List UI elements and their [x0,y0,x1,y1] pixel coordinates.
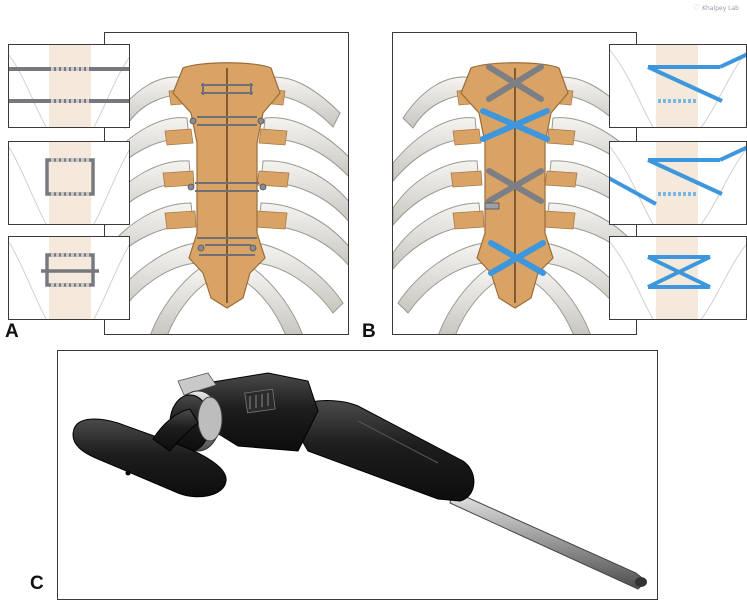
wire-twists [187,117,267,252]
t-handle [72,408,227,498]
inset-oblique-cable [610,45,746,127]
tensioning-instrument-illustration [72,372,647,590]
panel-a-label: A [5,321,19,342]
panel-a-inset-1 [8,44,130,128]
panel-b-inset-2 [609,141,747,225]
sternum-cables-illustration [393,62,636,334]
inset-z-cable [610,142,746,224]
panel-b-label: B [362,321,376,342]
inset-figure-eight-wire [9,237,129,319]
panel-b-main [392,32,637,335]
instrument-body [177,372,475,502]
sternum-wires-illustration [105,62,348,334]
panel-c-main [57,350,658,600]
panel-a-inset-2 [8,141,130,225]
blue-cables [480,108,550,276]
instrument-shaft [449,490,647,590]
watermark: ♡ Khalpey Lab [693,3,739,12]
heart-icon: ♡ [693,3,701,12]
inset-box-wire [9,142,129,224]
panel-b-inset-1 [609,44,747,128]
panel-c-label: C [30,573,44,594]
panel-b-inset-3 [609,236,747,320]
panel-a-main [104,32,349,335]
watermark-text: Khalpey Lab [702,5,739,12]
panel-a-inset-3 [8,236,130,320]
inset-straight-wires [9,45,129,127]
inset-cross-cable [610,237,746,319]
gray-cables [486,64,544,204]
steel-wires [195,83,259,256]
